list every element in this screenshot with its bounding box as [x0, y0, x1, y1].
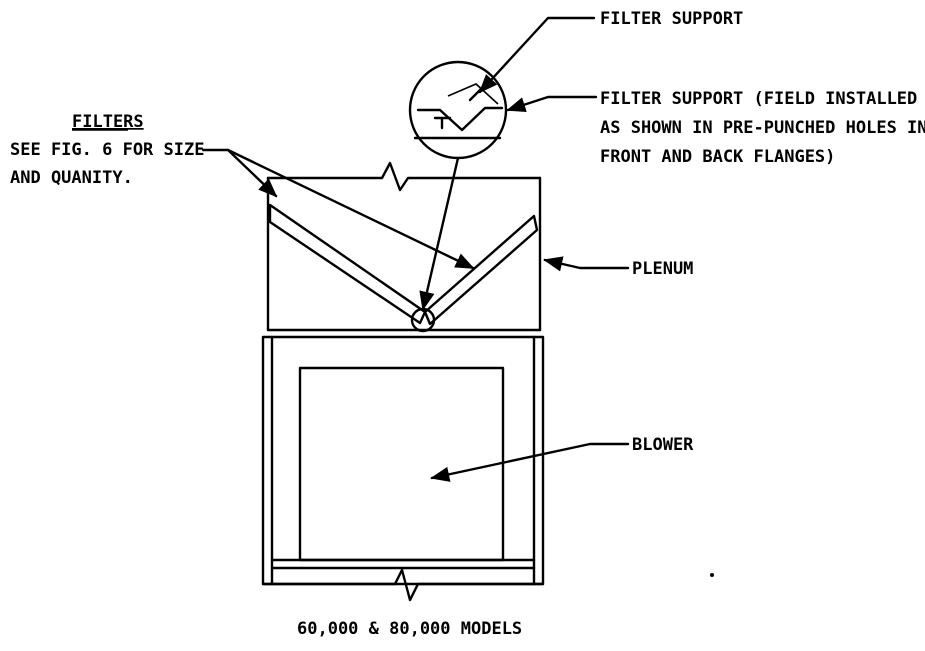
filter-left — [268, 203, 427, 325]
detail-flange-profile — [416, 106, 504, 132]
filter-right — [423, 214, 539, 326]
plenum-top-break-line — [266, 161, 542, 192]
label-filters-note-line-1: SEE FIG. 6 FOR SIZE — [10, 140, 204, 160]
label-blower: BLOWER — [632, 435, 694, 455]
leader-filters-right — [226, 148, 475, 270]
label-plenum: PLENUM — [632, 259, 693, 279]
blower-cabinet — [261, 328, 545, 602]
label-filter-support-note-line-1: FILTER SUPPORT (FIELD INSTALLED — [600, 89, 917, 109]
leader-filter-support-top — [478, 16, 596, 94]
screw-icon — [433, 116, 452, 130]
stray-dot — [710, 573, 714, 577]
label-filter-support-note-line-2: AS SHOWN IN PRE-PUNCHED HOLES IN — [600, 118, 925, 138]
diagram-caption: 60,000 & 80,000 MODELS — [297, 619, 522, 639]
leader-plenum — [543, 256, 630, 272]
filters — [268, 203, 539, 333]
detail-leader-line — [419, 156, 460, 311]
leader-filters-left — [201, 148, 278, 198]
blower-housing — [298, 366, 505, 562]
plenum — [266, 161, 542, 332]
cabinet-bottom-break-line — [261, 568, 545, 602]
label-filters-title: FILTERS — [72, 112, 144, 132]
detail-filter-edge — [447, 83, 499, 105]
filter-support-detail — [408, 60, 508, 311]
label-filter-support-top: FILTER SUPPORT — [600, 9, 743, 29]
leader-lines — [201, 16, 630, 482]
leader-blower — [430, 442, 630, 482]
leader-filter-support-note — [506, 95, 598, 112]
blower-cabinet-outer — [261, 335, 545, 586]
label-filter-support-note-line-3: FRONT AND BACK FLANGES) — [600, 147, 835, 167]
label-filters-note-line-2: AND QUANITY. — [10, 168, 133, 188]
detail-support-clip — [468, 86, 484, 102]
